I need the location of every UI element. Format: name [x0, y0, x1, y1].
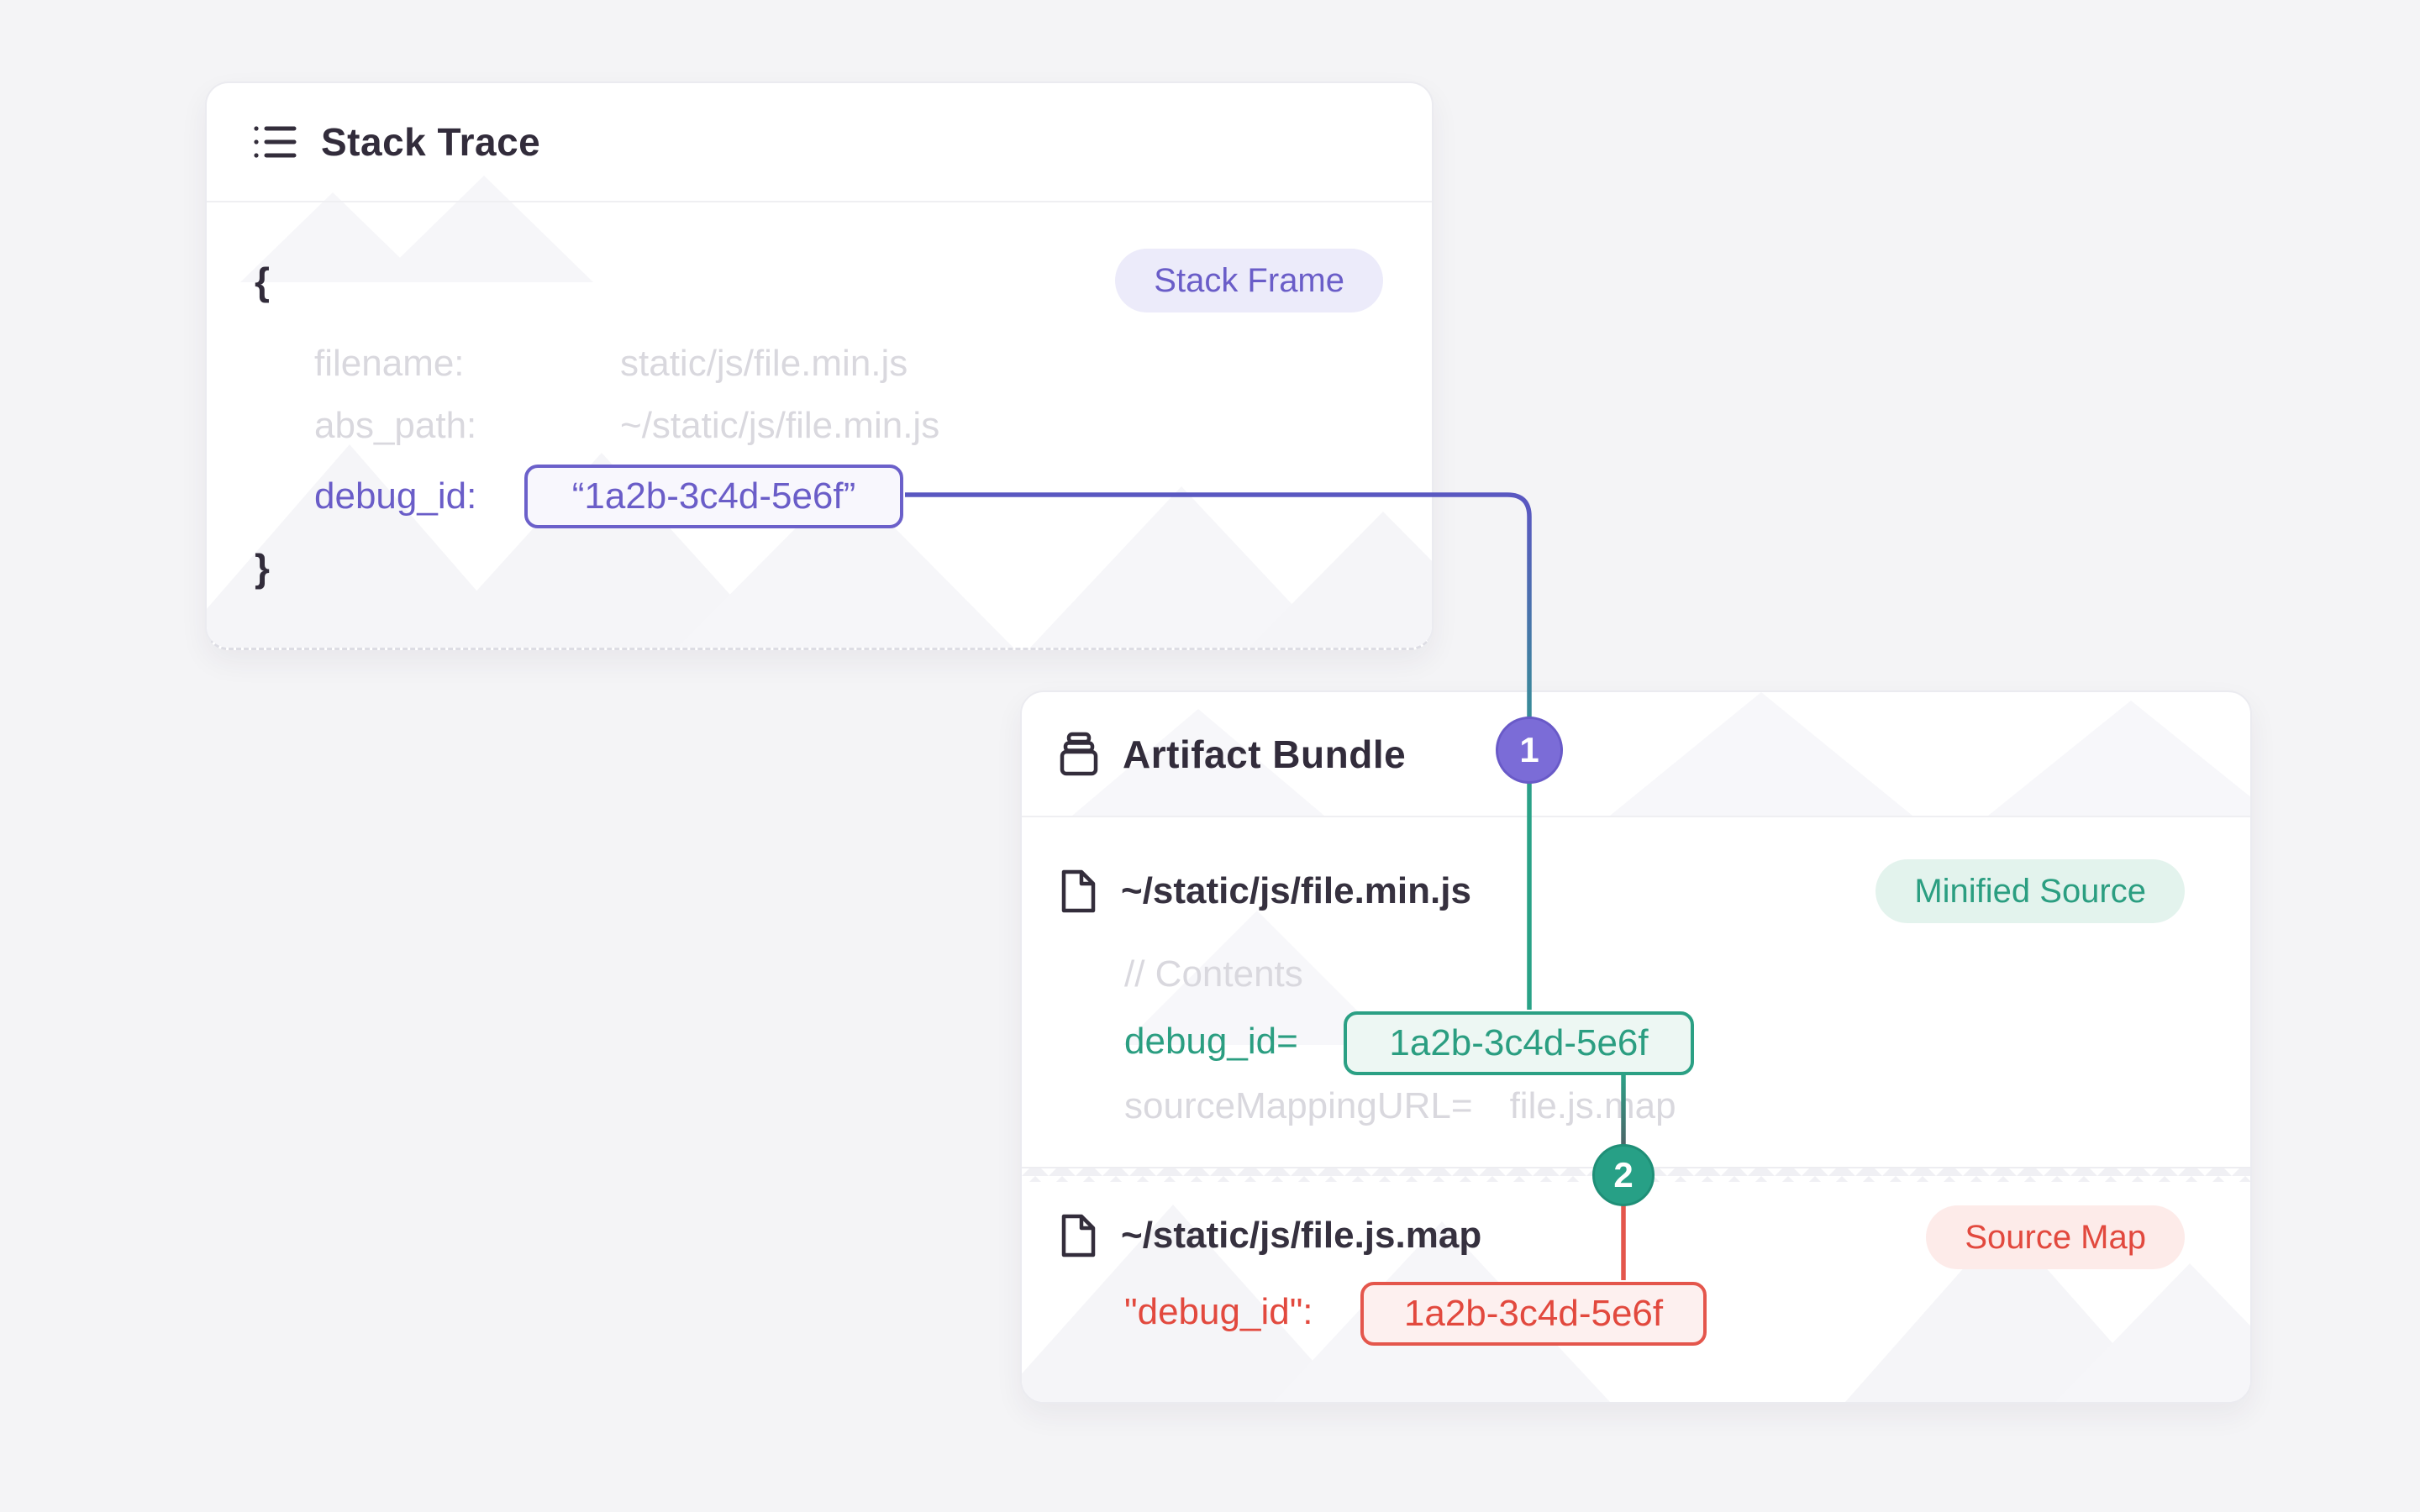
map-debug-id-value: 1a2b-3c4d-5e6f	[1403, 1293, 1664, 1334]
artifact-bundle-card: Artifact Bundle ~/static/js/file.min.js …	[1020, 690, 2252, 1404]
contents-comment: // Contents	[1124, 953, 1303, 995]
artifact-bundle-title: Artifact Bundle	[1123, 732, 1407, 776]
sourcemap-file-path: ~/static/js/file.js.map	[1121, 1215, 1482, 1256]
debug-id-value-box: “1a2b-3c4d-5e6f”	[524, 465, 903, 528]
brace-close: }	[255, 546, 270, 590]
filename-label: filename:	[314, 343, 465, 384]
minified-source-badge: Minified Source	[1876, 859, 2185, 923]
sourcemap-url-row: sourceMappingURL= file.js.map	[1124, 1080, 1676, 1132]
step-2-marker: 2	[1592, 1144, 1655, 1206]
debug-id-row: debug_id:	[314, 470, 476, 522]
filename-value: static/js/file.min.js	[620, 343, 908, 384]
filename-row: filename: static/js/file.min.js	[314, 338, 908, 390]
sourcemap-url-value: file.js.map	[1509, 1085, 1676, 1126]
bundle-debug-id-label: debug_id=	[1124, 1021, 1298, 1062]
map-debug-id-label: "debug_id":	[1124, 1291, 1313, 1332]
stack-trace-card: Stack Trace Stack Frame { filename: stat…	[205, 81, 1434, 650]
file-icon	[1061, 1214, 1096, 1257]
map-debug-id-row: "debug_id":	[1124, 1286, 1313, 1338]
bundle-debug-id-value: 1a2b-3c4d-5e6f	[1389, 1022, 1649, 1063]
step-1-marker: 1	[1496, 717, 1563, 784]
debug-id-label: debug_id:	[314, 475, 477, 517]
abs-path-row: abs_path: ~/static/js/file.min.js	[314, 400, 939, 452]
brace-open: {	[255, 260, 270, 303]
contents-comment-row: // Contents	[1124, 948, 1303, 1000]
bundle-debug-id-value-box: 1a2b-3c4d-5e6f	[1344, 1011, 1694, 1075]
stack-trace-title: Stack Trace	[321, 120, 541, 164]
abs-path-label: abs_path:	[314, 405, 477, 446]
archive-box-icon	[1060, 732, 1098, 775]
map-debug-id-value-box: 1a2b-3c4d-5e6f	[1360, 1282, 1707, 1346]
stack-trace-header: Stack Trace	[207, 83, 1432, 202]
artifact-bundle-header: Artifact Bundle	[1022, 692, 2250, 817]
list-icon	[254, 126, 297, 158]
abs-path-value: ~/static/js/file.min.js	[620, 405, 940, 446]
stack-frame-badge: Stack Frame	[1115, 249, 1383, 312]
bundle-debug-id-row: debug_id=	[1124, 1016, 1298, 1068]
debug-id-value: “1a2b-3c4d-5e6f”	[571, 475, 856, 517]
minified-file-path: ~/static/js/file.min.js	[1121, 870, 1471, 911]
source-map-badge: Source Map	[1926, 1205, 2185, 1269]
file-icon	[1061, 869, 1096, 913]
sourcemap-url-label: sourceMappingURL=	[1124, 1085, 1473, 1126]
